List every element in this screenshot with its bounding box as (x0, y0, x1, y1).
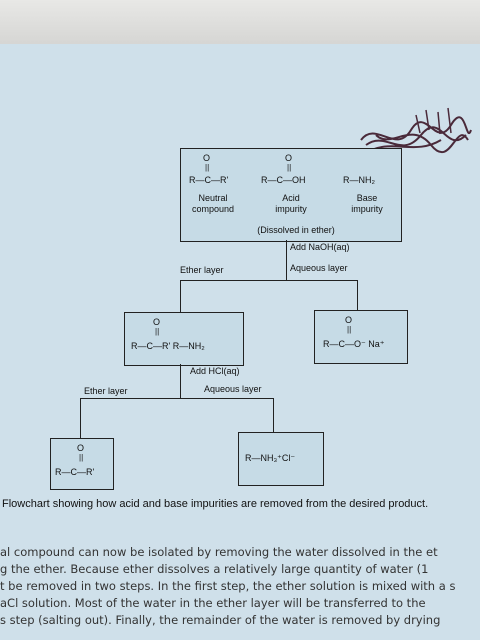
body-paragraph: al compound can now be isolated by remov… (0, 544, 480, 629)
paragraph-line: s step (salting out). Finally, the remai… (0, 613, 441, 627)
ammonium-formula: R—NH₃⁺Cl⁻ (245, 453, 296, 463)
pen-scribble (360, 107, 472, 154)
acid-label: Acid (282, 193, 300, 203)
ketone-oxygen: O (203, 153, 211, 163)
connector-line (180, 280, 181, 312)
ml-oxygen: O (153, 317, 161, 327)
aqueous-layer-label-1: Aqueous layer (290, 263, 348, 273)
connector-line (80, 398, 81, 440)
ketone-formula: R—C—R' (189, 175, 229, 185)
paragraph-line: al compound can now be isolated by remov… (0, 545, 438, 559)
ketone-label-2: compound (191, 204, 235, 214)
aqueous-layer-box-1: O || R—C—O⁻ Na⁺ (314, 310, 408, 364)
acid-oxygen: O (285, 153, 293, 163)
carboxylate-formula: R—C—O⁻ Na⁺ (323, 339, 385, 349)
ketone-double-bond: || (205, 163, 210, 172)
connector-line (357, 280, 358, 310)
amine-label-2: impurity (351, 204, 383, 214)
ether-layer-label-1: Ether layer (180, 265, 224, 275)
ketone-label: Neutral (198, 193, 228, 203)
final-product-box: O || R—C—R' (50, 438, 114, 490)
bl-double-bond: || (79, 453, 84, 462)
product-formula: R—C—R' (55, 467, 95, 477)
ether-layer-label-2: Ether layer (84, 386, 128, 396)
paragraph-line: g the ether. Because ether dissolves a r… (0, 562, 429, 576)
connector-line (180, 280, 358, 281)
acid-label-2: impurity (275, 204, 307, 214)
connector-line (180, 364, 181, 398)
connector-line (80, 398, 274, 399)
amine-label: Base (356, 193, 378, 203)
paragraph-line: aCl solution. Most of the water in the e… (0, 596, 426, 610)
bl-oxygen: O (77, 443, 85, 453)
dissolved-note: (Dissolved in ether) (257, 225, 335, 235)
ether-layer-box-1: O || R—C—R' R—NH₂ (124, 312, 244, 366)
ml-double-bond: || (155, 327, 160, 336)
paragraph-line: t be removed in two steps. In the first … (0, 579, 456, 593)
paper-sheet: O || R—C—R' Neutral compound O || R—C—OH… (0, 44, 480, 640)
ether-layer-1-formula: R—C—R' R—NH₂ (131, 341, 205, 351)
figure-caption: Flowchart showing how acid and base impu… (2, 498, 429, 510)
aqueous-layer-box-2: R—NH₃⁺Cl⁻ (238, 432, 324, 486)
mr-oxygen: O (345, 315, 353, 325)
acid-formula: R—C—OH (261, 175, 306, 185)
naoh-reagent: Add NaOH(aq) (290, 242, 350, 252)
aqueous-layer-label-2: Aqueous layer (204, 384, 262, 394)
connector-line (273, 398, 274, 432)
connector-line (286, 240, 287, 280)
starting-mixture-box: O || R—C—R' Neutral compound O || R—C—OH… (180, 148, 402, 242)
amine-formula: R—NH₂ (343, 175, 375, 185)
hcl-reagent: Add HCl(aq) (190, 366, 240, 376)
mr-double-bond: || (347, 325, 352, 334)
acid-double-bond: || (287, 163, 292, 172)
